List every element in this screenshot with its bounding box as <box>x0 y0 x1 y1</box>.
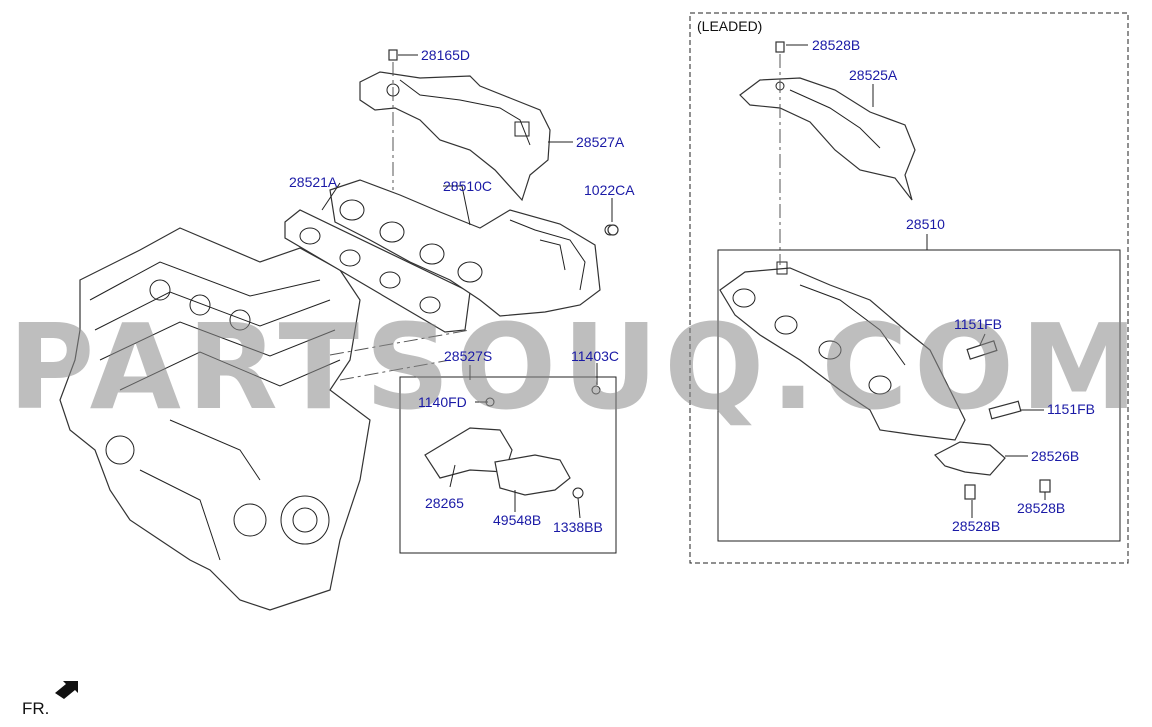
part-label-49548B[interactable]: 49548B <box>493 512 541 528</box>
part-label-28528B-right[interactable]: 28528B <box>1017 500 1065 516</box>
bracket-group-box <box>399 376 617 554</box>
part-label-28526B[interactable]: 28526B <box>1031 448 1079 464</box>
part-label-28525A[interactable]: 28525A <box>849 67 898 83</box>
part-label-28165D[interactable]: 28165D <box>421 47 470 63</box>
part-label-28527S[interactable]: 28527S <box>444 348 492 364</box>
part-label-28510[interactable]: 28510 <box>906 216 945 232</box>
exhaust-manifold-28510C[interactable] <box>329 179 616 317</box>
part-label-1151FB-upper[interactable]: 1151FB <box>954 316 1002 332</box>
part-label-28528B-top[interactable]: 28528B <box>812 37 860 53</box>
part-label-28521A[interactable]: 28521A <box>289 174 338 190</box>
part-label-28265[interactable]: 28265 <box>425 495 464 511</box>
manifold-28510-box <box>717 249 1121 542</box>
part-label-1151FB-lower[interactable]: 1151FB <box>1047 401 1095 417</box>
engine-block-illustration <box>59 227 371 611</box>
part-label-11403C[interactable]: 11403C <box>571 348 619 364</box>
front-direction-label: FR. <box>22 699 49 718</box>
leaded-group-box <box>689 12 1129 564</box>
heat-protector-28527A[interactable] <box>359 71 551 202</box>
part-label-28528B-left[interactable]: 28528B <box>952 518 1000 534</box>
part-label-28527A[interactable]: 28527A <box>576 134 625 150</box>
heat-protector-28525A[interactable] <box>739 77 916 201</box>
leaded-label: (LEADED) <box>697 18 762 34</box>
part-label-1338BB[interactable]: 1338BB <box>553 519 603 535</box>
part-label-1140FD[interactable]: 1140FD <box>418 394 467 410</box>
assembly-guide-lines <box>329 54 781 381</box>
leader-lines <box>321 44 1046 519</box>
watermark: PARTSOUQ.COM <box>8 298 1144 436</box>
bolt-icon <box>388 41 785 236</box>
bracket-28526B[interactable] <box>934 441 1051 500</box>
bracket-assembly[interactable] <box>424 385 601 499</box>
gasket-28521A[interactable] <box>284 209 471 333</box>
stud-1151FB[interactable] <box>966 340 1022 420</box>
part-label-1022CA[interactable]: 1022CA <box>584 182 635 198</box>
exhaust-manifold-28510[interactable] <box>719 261 966 441</box>
part-label-28510C[interactable]: 28510C <box>443 178 492 194</box>
front-arrow-icon <box>55 681 78 699</box>
